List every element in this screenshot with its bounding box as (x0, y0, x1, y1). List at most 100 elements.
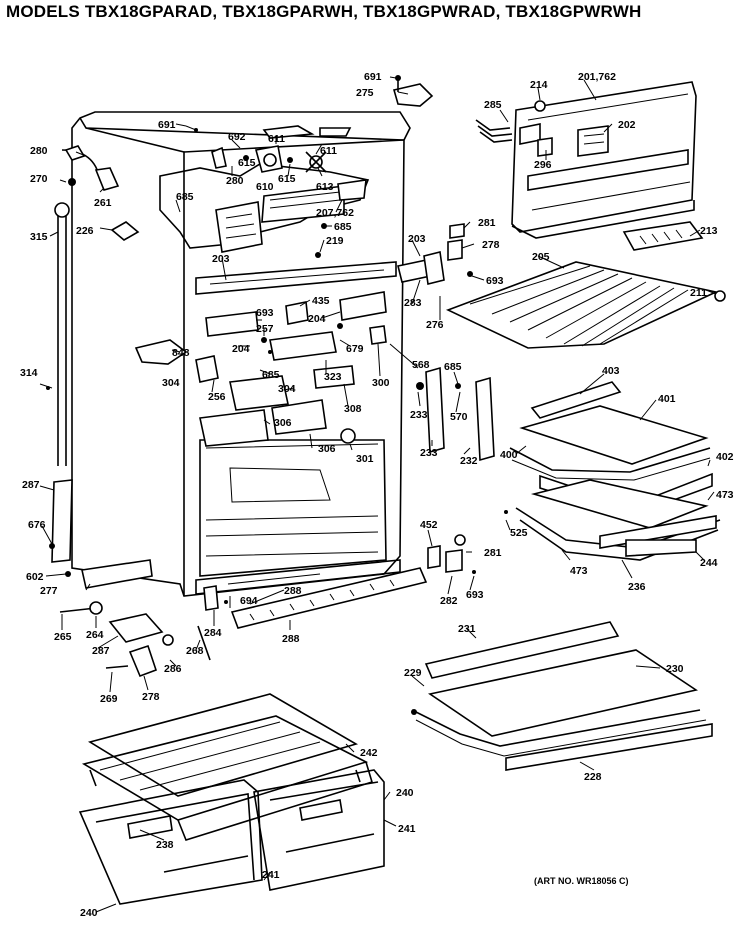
label-280a: 280 (30, 145, 48, 157)
rail-parts (416, 366, 495, 574)
label-694: 694 (240, 595, 258, 607)
label-288b: 288 (282, 633, 300, 645)
label-304a: 304 (162, 377, 180, 389)
label-306b: 306 (318, 443, 336, 455)
label-691b: 691 (158, 119, 176, 131)
label-270: 270 (30, 173, 48, 185)
label-611a: 611 (268, 133, 285, 145)
label-676: 676 (28, 519, 46, 531)
label-284: 284 (204, 627, 222, 639)
label-202: 202 (618, 119, 636, 131)
label-278: 278 (482, 239, 500, 251)
leader-lines (39, 76, 717, 913)
label-201-762: 201,762 (578, 71, 616, 83)
crisper-drawers (78, 693, 385, 905)
label-615a: 615 (238, 157, 256, 169)
label-281b: 281 (484, 547, 502, 559)
wire-shelf (445, 261, 726, 349)
label-285: 285 (484, 99, 502, 111)
label-242: 242 (360, 747, 378, 759)
label-275: 275 (356, 87, 374, 99)
label-282: 282 (440, 595, 458, 607)
label-278b: 278 (142, 691, 160, 703)
art-number: (ART NO. WR18056 C) (534, 876, 629, 886)
slide-out-shelf (504, 479, 721, 561)
label-276: 276 (426, 319, 444, 331)
label-286: 286 (164, 663, 182, 675)
label-400: 400 (500, 449, 518, 461)
label-231: 231 (458, 623, 476, 635)
label-203b: 203 (212, 253, 230, 265)
label-207-762: 207,762 (316, 207, 354, 219)
label-288a: 288 (284, 585, 302, 597)
label-473b: 473 (570, 565, 588, 577)
label-261: 261 (94, 197, 112, 209)
label-241b: 241 (262, 869, 280, 881)
label-240b: 240 (80, 907, 98, 919)
label-323: 323 (324, 371, 342, 383)
label-264: 264 (86, 629, 104, 641)
label-229: 229 (404, 667, 422, 679)
label-233b: 233 (420, 447, 438, 459)
label-257: 257 (256, 323, 274, 335)
label-301: 301 (356, 453, 374, 465)
label-204a: 204 (308, 313, 326, 325)
label-435: 435 (312, 295, 330, 307)
page-title: MODELS TBX18GPARAD, TBX18GPARWH, TBX18GP… (6, 2, 642, 21)
label-685d: 685 (444, 361, 462, 373)
label-308: 308 (344, 403, 362, 415)
label-304b: 304 (278, 383, 296, 395)
label-315: 315 (30, 231, 48, 243)
label-228: 228 (584, 771, 602, 783)
label-265: 265 (54, 631, 72, 643)
label-613: 613 (316, 181, 334, 193)
control-parts (134, 291, 387, 447)
hinge-bracket-parts (397, 223, 473, 285)
label-232: 232 (460, 455, 478, 467)
label-610: 610 (256, 181, 274, 193)
label-256: 256 (208, 391, 226, 403)
label-205: 205 (532, 251, 550, 263)
label-211: 211 (690, 287, 707, 299)
label-283: 283 (404, 297, 422, 309)
label-848: 848 (172, 347, 190, 359)
label-568: 568 (412, 359, 430, 371)
label-277: 277 (40, 585, 58, 597)
label-296: 296 (534, 159, 552, 171)
label-685a: 685 (176, 191, 194, 203)
control-panel (475, 81, 704, 251)
label-679: 679 (346, 343, 364, 355)
label-693c: 693 (466, 589, 484, 601)
label-685c: 685 (262, 369, 280, 381)
label-692: 692 (228, 131, 246, 143)
glass-shelf-lower (411, 621, 713, 771)
label-306a: 306 (274, 417, 292, 429)
label-240a: 240 (396, 787, 414, 799)
label-611b: 611 (320, 145, 337, 157)
label-204b: 204 (232, 343, 250, 355)
label-244: 244 (700, 557, 718, 569)
label-213: 213 (700, 225, 718, 237)
top-hinge-parts (185, 75, 434, 173)
label-219: 219 (326, 235, 344, 247)
part-number-labels: 691 275 201,762 214 285 202 296 691 692 … (20, 71, 734, 919)
label-269: 269 (100, 693, 118, 705)
label-238: 238 (156, 839, 174, 851)
label-452: 452 (420, 519, 438, 531)
label-693b: 693 (256, 307, 274, 319)
label-268: 268 (186, 645, 204, 657)
label-685b: 685 (334, 221, 352, 233)
drain-tube-assembly (39, 145, 140, 466)
label-203a: 203 (408, 233, 426, 245)
label-241a: 241 (398, 823, 416, 835)
label-226: 226 (76, 225, 94, 237)
label-570: 570 (450, 411, 468, 423)
evaporator-fan-assembly (215, 179, 367, 258)
label-287a: 287 (22, 479, 40, 491)
label-281a: 281 (478, 217, 496, 229)
label-236: 236 (628, 581, 646, 593)
label-401: 401 (658, 393, 676, 405)
label-280b: 280 (226, 175, 244, 187)
label-693a: 693 (486, 275, 504, 287)
